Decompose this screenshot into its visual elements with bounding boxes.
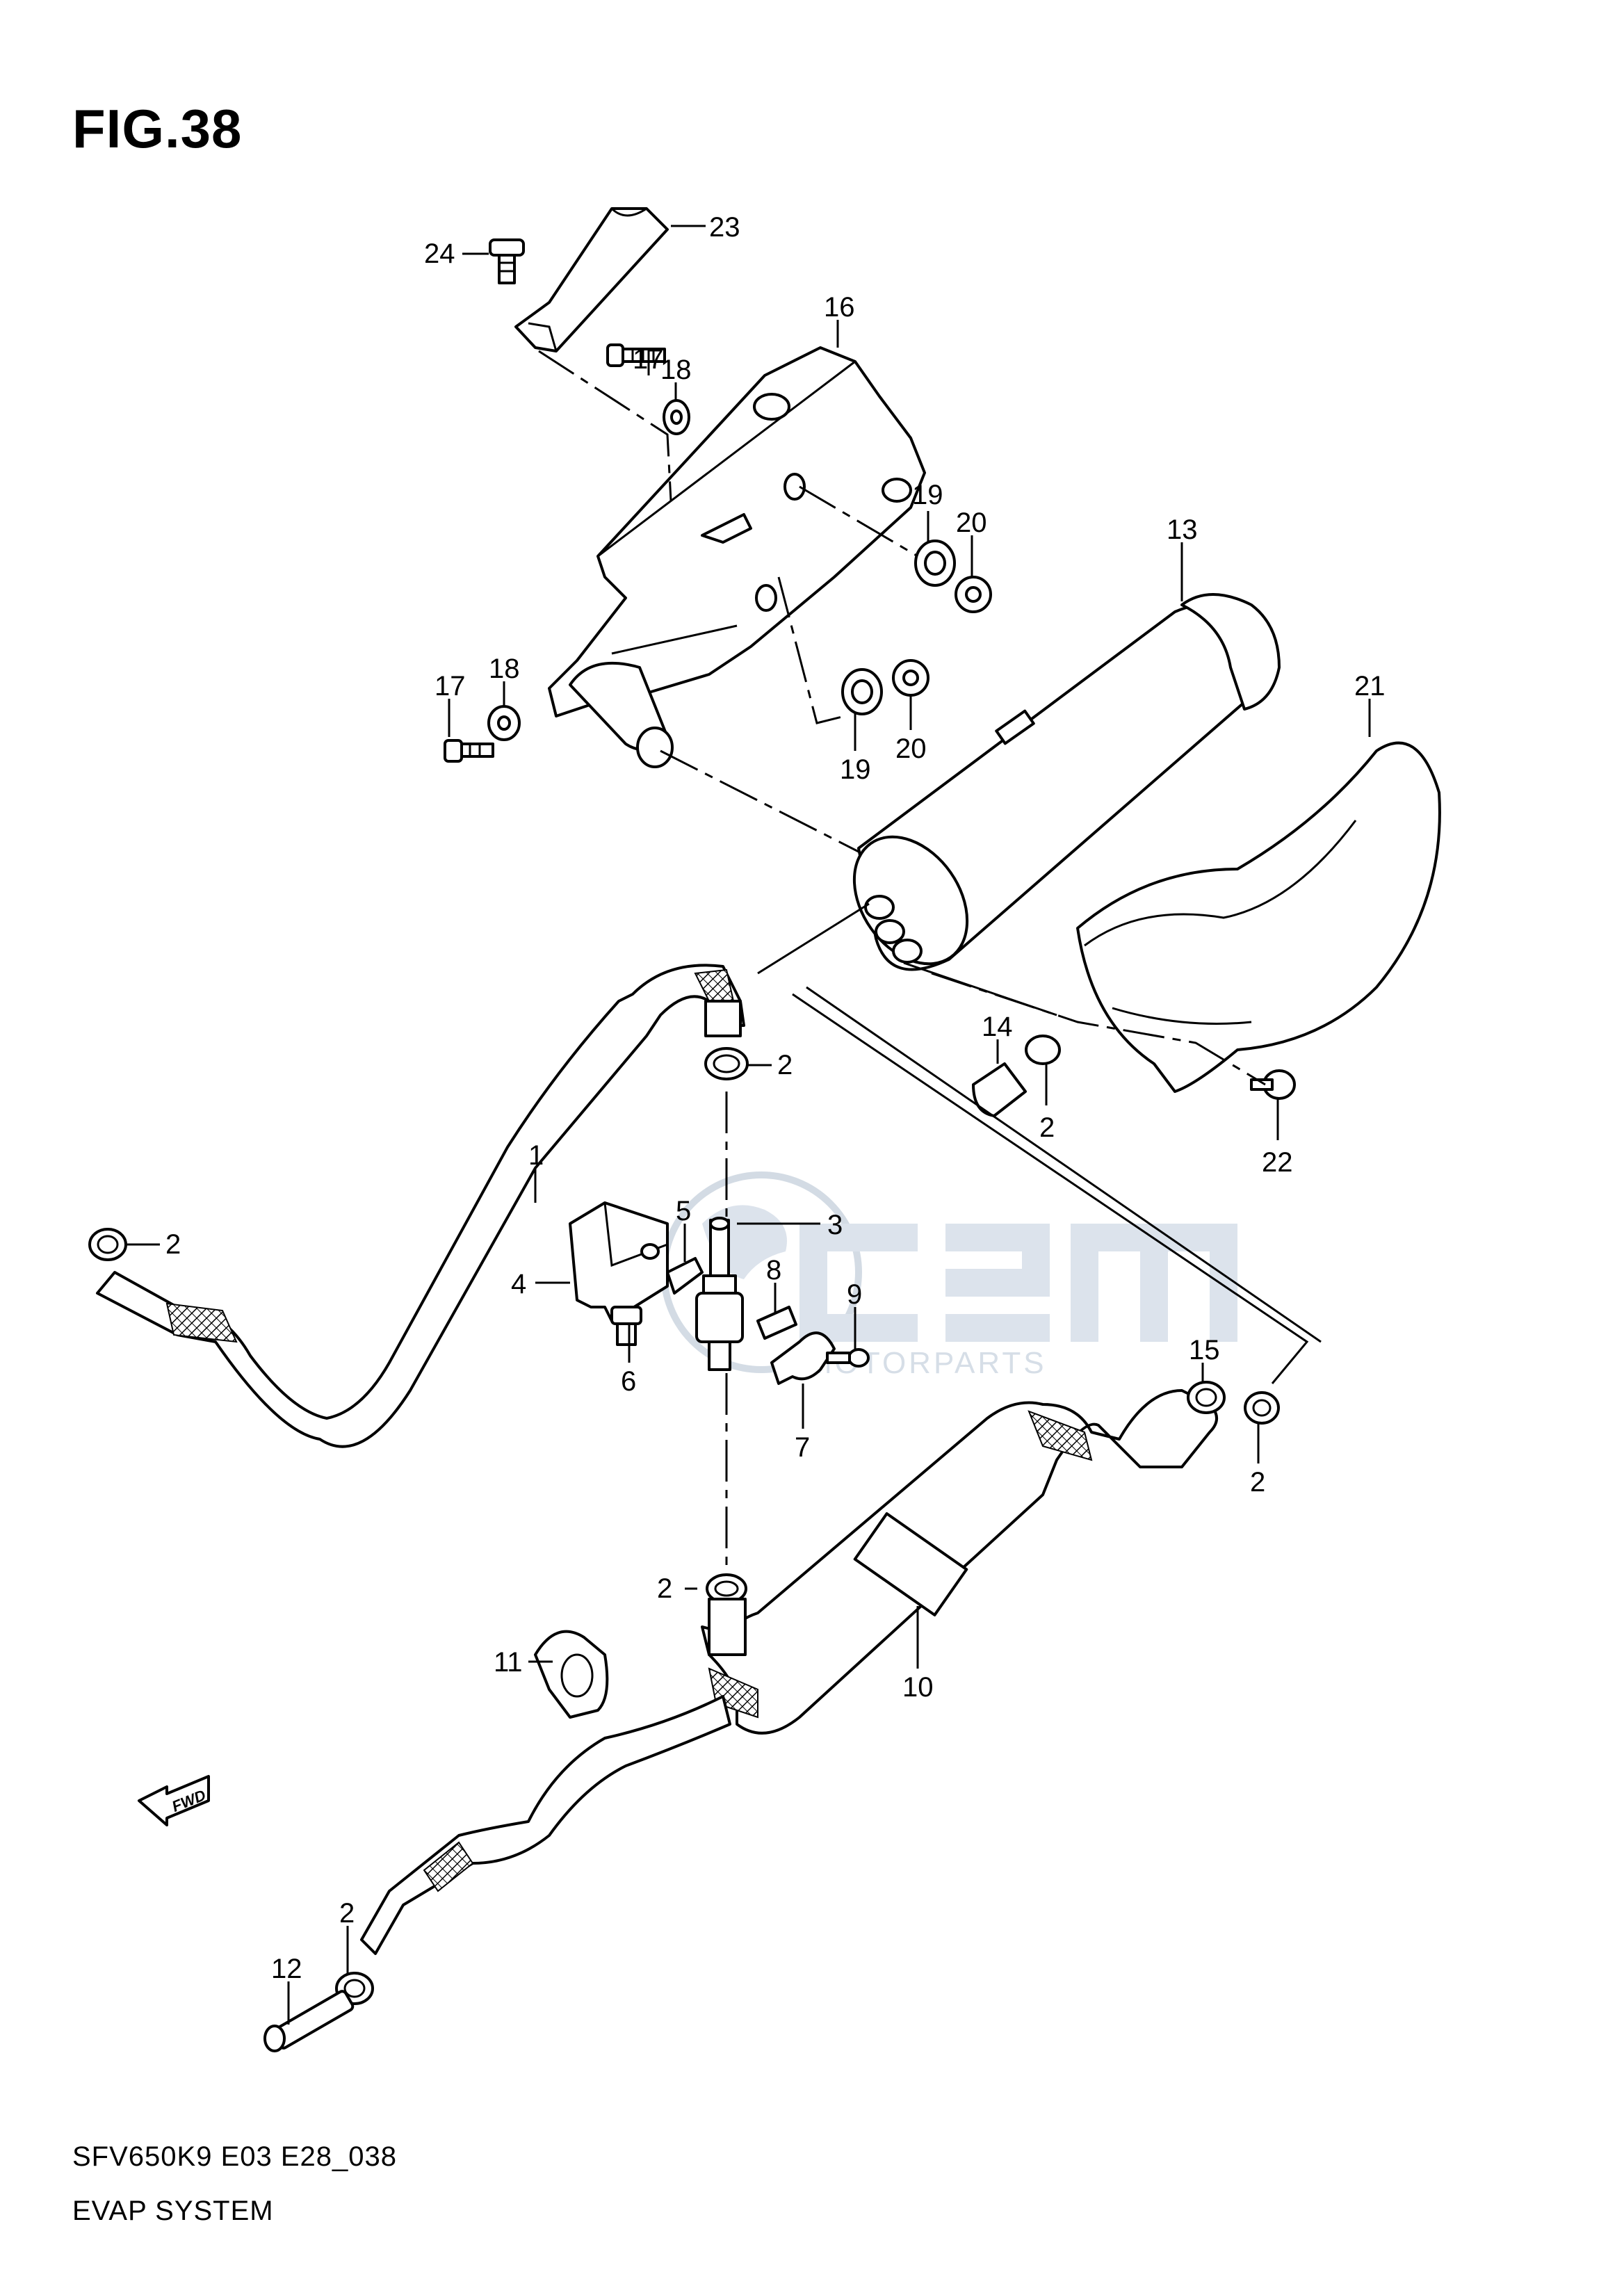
callout-8: 8	[766, 1255, 781, 1286]
callout-21: 21	[1354, 671, 1386, 702]
callout-6: 6	[621, 1366, 636, 1397]
clamp-2-hose-left	[88, 1228, 127, 1261]
bolt-24	[489, 238, 525, 284]
assembly-lines	[127, 225, 1371, 2025]
hose-10	[701, 1389, 1218, 1735]
callout-1: 1	[528, 1140, 544, 1171]
callout-19-upper: 19	[912, 480, 943, 510]
watermark-logo: MOTORPARTS	[660, 1171, 1237, 1380]
fwd-arrow: FWD	[138, 1775, 210, 1826]
figure-title: FIG.38	[72, 98, 243, 159]
grommet-19-upper	[914, 540, 956, 587]
washer-18-lower	[487, 705, 521, 741]
collar-20-lower	[892, 659, 929, 697]
callout-5: 5	[676, 1196, 691, 1226]
callout-23: 23	[709, 212, 740, 243]
callout-2-mid: 2	[657, 1573, 672, 1604]
callout-9: 9	[847, 1279, 862, 1310]
callout-7: 7	[795, 1432, 810, 1463]
callout-2-bottom: 2	[339, 1898, 355, 1929]
cap-14	[972, 1062, 1027, 1117]
callout-15: 15	[1189, 1335, 1220, 1365]
washer-18-upper	[663, 399, 690, 435]
callout-2-cap: 2	[1039, 1112, 1055, 1143]
callout-19-lower: 19	[840, 754, 871, 785]
callout-17-upper: 17	[633, 344, 664, 375]
screw-9	[826, 1348, 870, 1368]
diagram-code: SFV650K9 E03 E28_038	[72, 2141, 398, 2172]
callout-12: 12	[271, 1954, 302, 1984]
callout-13: 13	[1167, 514, 1198, 545]
joint-12	[263, 1990, 355, 2052]
callout-18-upper: 18	[660, 355, 692, 385]
grommet-19-lower	[841, 668, 883, 715]
callout-2-hose-top: 2	[777, 1050, 793, 1080]
collar-20-upper	[955, 576, 992, 613]
hose-to-joint	[360, 1695, 731, 1955]
hose-1	[96, 964, 745, 1448]
clip-5	[666, 1257, 704, 1295]
clamp-2-cap	[1025, 1035, 1061, 1065]
callout-3: 3	[827, 1210, 843, 1240]
callout-17-lower: 17	[435, 671, 466, 702]
bolt-6	[610, 1306, 642, 1346]
clamp-2-hose-top	[704, 1047, 749, 1080]
clip-11	[534, 1630, 609, 1719]
callout-20-upper: 20	[956, 508, 987, 538]
callout-20-lower: 20	[895, 733, 927, 764]
diagram-name: EVAP SYSTEM	[72, 2196, 274, 2226]
clamp-15	[1187, 1381, 1226, 1414]
callout-16: 16	[824, 292, 855, 323]
callout-11: 11	[494, 1647, 523, 1678]
cover-21	[1076, 741, 1441, 1093]
callout-2-right: 2	[1250, 1467, 1265, 1498]
callouts: 23 24 16 17 18 19 20 13 21 17 18 19 20 1…	[165, 212, 1386, 1984]
bolt-22	[1250, 1069, 1296, 1100]
callout-18-lower: 18	[489, 654, 520, 684]
bracket-23	[514, 207, 669, 352]
bolt-17-upper	[606, 343, 666, 367]
clamp-2-right	[1244, 1391, 1280, 1425]
bolt-17-lower	[444, 739, 494, 763]
callout-4: 4	[511, 1269, 526, 1299]
callout-10: 10	[902, 1672, 934, 1703]
callout-2-hose-left: 2	[165, 1229, 181, 1260]
canister-13	[852, 593, 1281, 971]
callout-22: 22	[1262, 1147, 1293, 1178]
callout-14: 14	[982, 1012, 1013, 1042]
bracket-16	[548, 346, 926, 768]
filter-3	[695, 1217, 744, 1371]
callout-24: 24	[424, 238, 455, 269]
clip-8	[756, 1306, 797, 1340]
bracket-4	[569, 1201, 669, 1322]
